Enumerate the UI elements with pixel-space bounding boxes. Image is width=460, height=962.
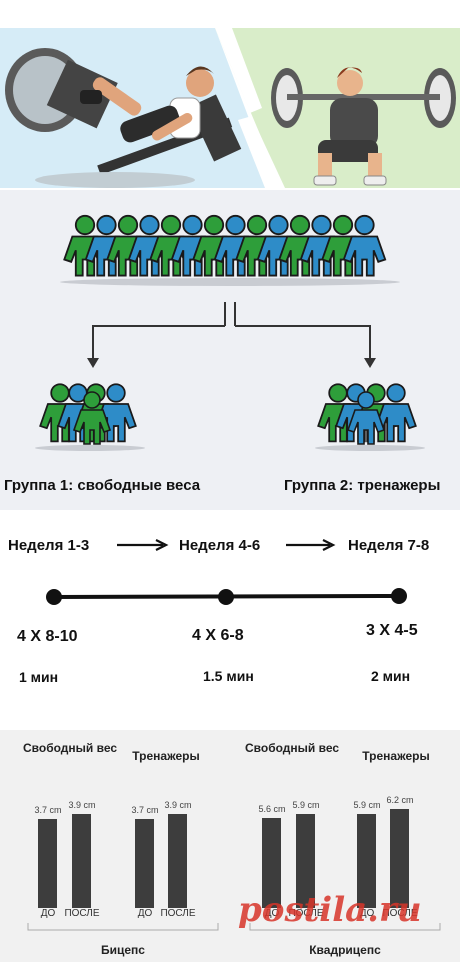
bar-value-label: 3.9 cm xyxy=(164,800,192,811)
watermark-logo: postila.ru xyxy=(238,890,422,930)
chart-bar xyxy=(72,814,91,908)
arrow-right-head xyxy=(364,358,376,368)
timeline-graphic xyxy=(46,539,407,605)
muscle-label-quads: Квадрицепс xyxy=(309,943,381,957)
group1-label: Группа 1: свободные веса xyxy=(4,477,201,494)
group2-label: Группа 2: тренажеры xyxy=(284,477,441,494)
bar-category-label: ПОСЛЕ xyxy=(382,908,418,919)
split-arrows xyxy=(92,302,371,360)
col-title-quads-machine: Тренажеры xyxy=(362,749,430,763)
chart-bar xyxy=(262,818,281,908)
scheme-3: 3 X 4-5 xyxy=(366,622,418,639)
rest-3: 2 мин xyxy=(371,668,411,684)
week-arrow-1-head xyxy=(155,539,169,551)
bar-value-label: 6.2 cm xyxy=(386,794,414,805)
group1-crowd xyxy=(39,383,137,445)
bar-category-label: ДО xyxy=(137,908,153,919)
groups-diagram xyxy=(35,214,425,451)
scheme-2: 4 X 6-8 xyxy=(192,627,244,644)
bar-category-label: ДО xyxy=(359,908,375,919)
workout-illustration xyxy=(0,28,460,188)
groups-section: Группа 1: свободные веса Группа 2: трена… xyxy=(0,190,460,510)
group2-crowd xyxy=(317,383,417,445)
all-participants-crowd xyxy=(63,214,387,277)
bar-value-label: 3.7 cm xyxy=(34,805,62,816)
timeline-dot-1 xyxy=(46,589,62,605)
col-title-biceps-free: Свободный вес xyxy=(22,741,118,755)
muscle-label-biceps: Бицепс xyxy=(101,943,145,957)
col-title-biceps-machine: Тренажеры xyxy=(132,749,200,763)
chart-bar xyxy=(168,814,187,908)
bar-value-label: 5.6 cm xyxy=(258,804,286,815)
man-figure-icon xyxy=(80,66,214,143)
week-label-3: Неделя 7-8 xyxy=(348,537,430,554)
bar-category-label: ДО xyxy=(264,908,280,919)
chart-bar xyxy=(390,808,409,908)
muscle-brackets xyxy=(27,923,441,931)
chart-bar xyxy=(357,813,376,908)
bar-category-label: ПОСЛЕ xyxy=(64,908,100,919)
chart-bar xyxy=(296,813,315,908)
week-label-1: Неделя 1-3 xyxy=(8,537,90,554)
timeline-dot-2 xyxy=(218,589,234,605)
rest-2: 1.5 мин xyxy=(203,668,254,684)
chart-bar xyxy=(135,819,154,908)
arrow-left-head xyxy=(87,358,99,368)
timeline-dot-3 xyxy=(391,588,407,604)
bar-value-label: 3.7 cm xyxy=(131,805,159,816)
squat-woman-icon xyxy=(271,67,456,186)
bar-value-label: 3.9 cm xyxy=(68,800,96,811)
bar-value-label: 5.9 cm xyxy=(292,799,320,810)
bar-category-label: ПОСЛЕ xyxy=(288,908,324,919)
divider-bolt xyxy=(215,28,285,188)
col-title-quads-free: Свободный вес xyxy=(244,741,340,755)
rest-1: 1 мин xyxy=(19,669,59,685)
results-chart: Свободный вес Тренажеры Свободный вес Тр… xyxy=(0,730,460,962)
scheme-1: 4 X 8-10 xyxy=(17,628,78,645)
bar-category-label: ПОСЛЕ xyxy=(160,908,196,919)
week-label-2: Неделя 4-6 xyxy=(179,537,261,554)
week-arrow-2-head xyxy=(322,539,336,551)
biceps-bracket xyxy=(27,923,219,931)
bar-category-label: ДО xyxy=(40,908,56,919)
leg-press-icon xyxy=(5,48,242,188)
chart-bar xyxy=(38,819,57,908)
quads-bracket xyxy=(249,923,441,931)
bar-value-label: 5.9 cm xyxy=(353,799,381,810)
